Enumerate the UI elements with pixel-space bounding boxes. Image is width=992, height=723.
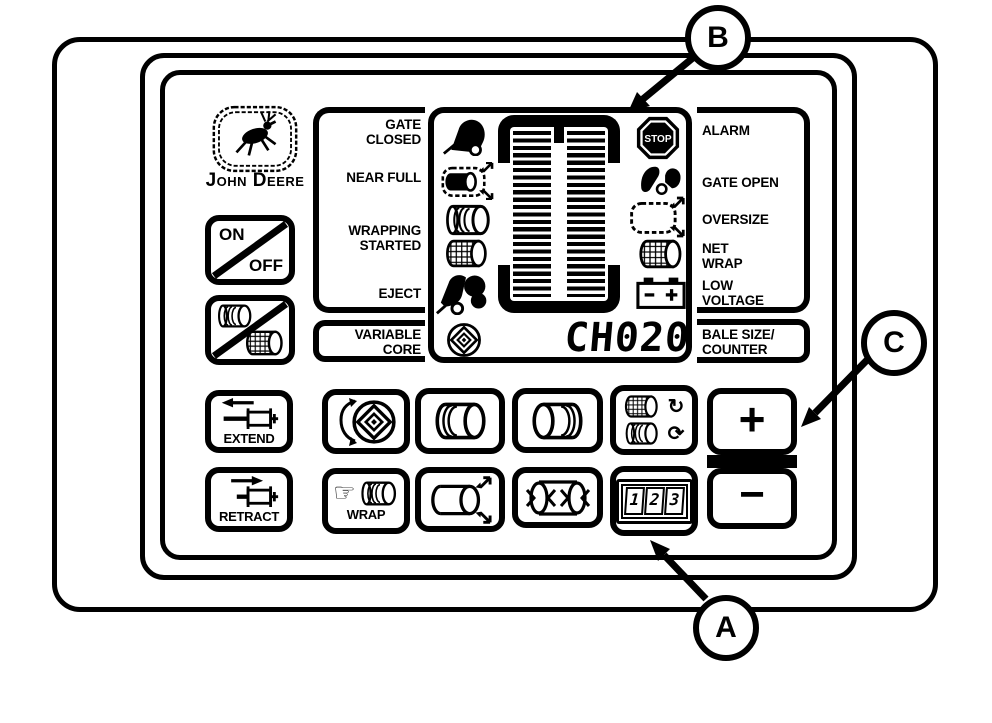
pointing-hand-icon: ☞ xyxy=(333,479,356,507)
oversize-bale-icon xyxy=(630,196,685,238)
net-roll-icon xyxy=(621,394,661,419)
near-full-bale-icon xyxy=(441,162,494,200)
counter-digit: 1 xyxy=(623,487,645,515)
callout-b: B xyxy=(685,5,751,71)
middle-housing-frame xyxy=(140,53,857,580)
twine-roll-icon xyxy=(621,421,661,446)
brand-logo: John Deere xyxy=(206,104,304,191)
gate-open-icon xyxy=(641,166,681,195)
variable-core-panel: VARIABLE CORE xyxy=(313,320,425,362)
gauge-bottom-bracket xyxy=(498,265,620,313)
bale-left-icon xyxy=(429,400,491,442)
john-deere-logo-icon xyxy=(212,105,298,173)
callout-a: A xyxy=(693,595,759,661)
bale-size-counter-label: BALE SIZE/ COUNTER xyxy=(702,327,775,358)
decrease-button[interactable]: − xyxy=(707,468,797,529)
twine-roll-icon xyxy=(440,203,494,237)
inner-housing-frame xyxy=(160,70,837,560)
actuator-extend-icon xyxy=(221,398,279,430)
eject-label: EJECT xyxy=(378,286,421,301)
actuator-retract-icon xyxy=(231,476,279,508)
lcd-readout: CH020 xyxy=(562,315,693,361)
leaping-deer-icon xyxy=(235,111,277,156)
callout-b-label: B xyxy=(707,21,729,54)
callout-c-label: C xyxy=(883,326,905,359)
eject-icon xyxy=(435,275,487,315)
twine-roll-icon xyxy=(357,480,399,507)
plus-minus-divider xyxy=(707,455,797,468)
wrap-material-toggle-button[interactable] xyxy=(205,295,295,365)
retract-button[interactable]: RETRACT xyxy=(205,467,293,532)
right-status-panel: ALARM GATE OPEN OVERSIZE NET WRAP LOW VO… xyxy=(697,107,810,313)
extend-label: EXTEND xyxy=(223,431,275,446)
variable-core-button[interactable] xyxy=(322,389,410,454)
gate-open-label: GATE OPEN xyxy=(702,175,779,190)
gate-closed-icon xyxy=(442,119,485,156)
bale-counter-button[interactable]: 1 2 3 xyxy=(610,466,698,536)
minus-label: − xyxy=(739,469,765,519)
off-label: OFF xyxy=(249,256,283,275)
callout-a-label: A xyxy=(715,611,737,644)
on-label: ON xyxy=(219,225,245,244)
bale-size-decrease-button[interactable] xyxy=(415,467,505,532)
gauge-top-bracket xyxy=(498,115,620,163)
outer-housing-frame xyxy=(52,37,938,612)
bale-squeeze-icon xyxy=(431,475,492,524)
lcd-display: STOP CH020 xyxy=(428,107,692,363)
low-voltage-label: LOW VOLTAGE xyxy=(702,278,764,309)
brand-wordmark: John Deere xyxy=(205,170,305,191)
slash-icon xyxy=(211,221,289,279)
near-full-label: NEAR FULL xyxy=(346,170,421,185)
wrap-label: WRAP xyxy=(346,507,386,522)
wrap-type-select-button[interactable]: ↻ ⟳ xyxy=(610,385,698,455)
bale-shape-right-button[interactable] xyxy=(512,388,603,453)
gauge-bar-left xyxy=(513,131,551,297)
retract-label: RETRACT xyxy=(218,509,279,524)
soft-core-button[interactable] xyxy=(512,467,603,528)
bale-shape-left-button[interactable] xyxy=(415,388,505,454)
gauge-center-stem xyxy=(554,125,564,143)
gate-closed-label: GATE CLOSED xyxy=(365,117,421,148)
rotate-cw-coil-icon: ⟳ xyxy=(667,422,685,445)
left-status-panel: GATE CLOSED NEAR FULL WRAPPING STARTED E… xyxy=(313,107,425,313)
variable-core-label: VARIABLE CORE xyxy=(354,327,422,358)
slash-icon xyxy=(211,301,289,359)
core-rotate-icon xyxy=(339,397,396,446)
counter-digit: 2 xyxy=(643,487,665,515)
net-wrap-label: NET WRAP xyxy=(702,241,743,272)
gauge-bar-right xyxy=(567,131,605,297)
counter-digit: 3 xyxy=(663,487,685,515)
extend-button[interactable]: EXTEND xyxy=(205,390,293,453)
callout-c: C xyxy=(861,310,927,376)
oversize-label: OVERSIZE xyxy=(702,212,769,227)
stop-alarm-icon: STOP xyxy=(636,116,680,160)
stop-text: STOP xyxy=(644,134,672,145)
bale-size-counter-panel: BALE SIZE/ COUNTER xyxy=(697,319,810,363)
net-roll-icon xyxy=(440,238,492,269)
variable-core-icon xyxy=(446,322,482,358)
net-wrap-icon xyxy=(634,238,686,270)
alarm-label: ALARM xyxy=(702,123,750,138)
wrapping-started-label: WRAPPING STARTED xyxy=(348,223,421,254)
plus-label: + xyxy=(738,392,766,445)
increase-button[interactable]: + xyxy=(707,388,797,455)
bale-fill-gauge xyxy=(498,115,620,313)
core-compress-icon xyxy=(525,479,590,516)
power-on-off-button[interactable]: ON OFF xyxy=(205,215,295,285)
battery-icon xyxy=(636,277,686,309)
bale-right-icon xyxy=(527,400,589,442)
wrap-button[interactable]: ☞ WRAP xyxy=(322,468,410,534)
rotate-cw-icon: ↻ xyxy=(667,395,685,418)
counter-window: 1 2 3 xyxy=(615,478,693,524)
